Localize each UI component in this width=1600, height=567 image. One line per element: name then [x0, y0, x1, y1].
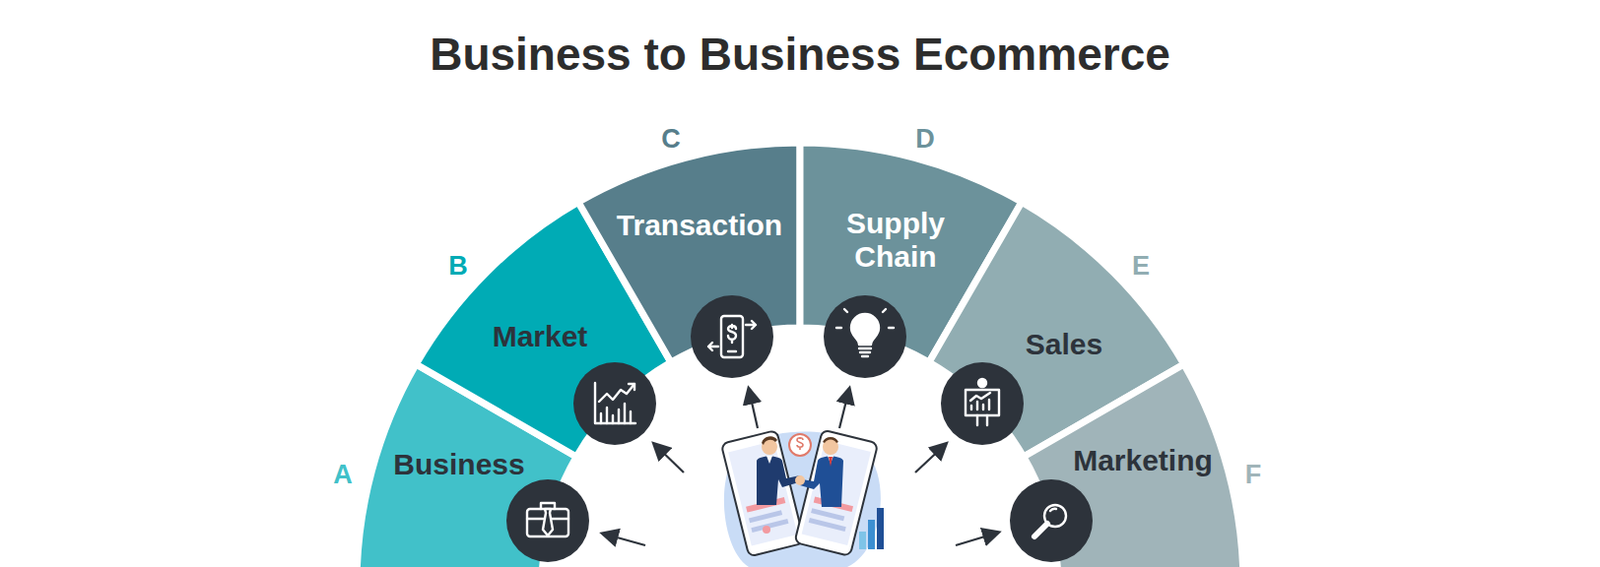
segment-label: Supply Chain — [826, 206, 965, 273]
segment-letter: D — [915, 124, 935, 155]
segment-label: Sales — [1025, 328, 1103, 362]
segment-letter: A — [333, 460, 353, 491]
segment-letter: E — [1132, 251, 1150, 282]
segment-letter: F — [1245, 460, 1263, 491]
diagram-title: Business to Business Ecommerce — [0, 27, 1600, 81]
segment-label: Transaction — [616, 208, 783, 243]
segment-letter: C — [661, 124, 681, 155]
segment-label: Marketing — [1072, 444, 1213, 478]
segment-label: Business — [393, 448, 525, 482]
segment-label: Market — [492, 320, 589, 354]
handshake-illustration — [721, 429, 884, 567]
segment-letter: B — [448, 251, 468, 282]
